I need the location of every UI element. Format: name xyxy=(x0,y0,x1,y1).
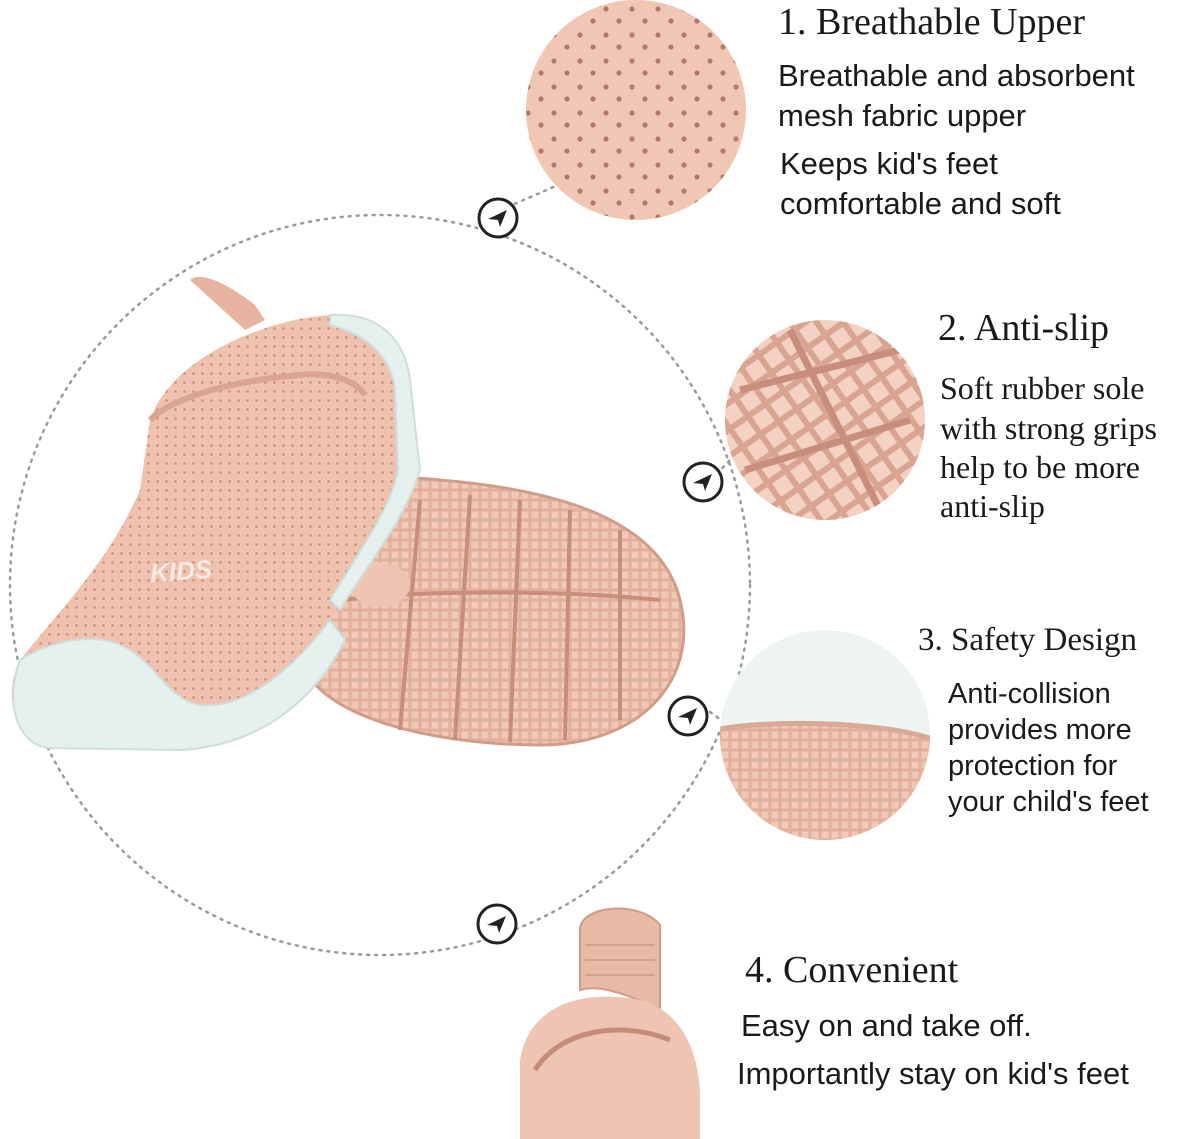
feature-description: provides more xyxy=(948,714,1132,746)
shoe-sole-view xyxy=(297,476,686,747)
svg-text:KIDS: KIDS xyxy=(149,554,214,588)
dotted-guide-circle xyxy=(8,213,752,957)
feature-description: your child's feet xyxy=(948,786,1149,818)
feature-title: 2. Anti-slip xyxy=(938,307,1110,349)
feature-description: help to be more xyxy=(940,449,1140,485)
feature-title: 1. Breathable Upper xyxy=(778,1,1086,43)
navigation-arrow-icon xyxy=(476,196,520,240)
heel-pull-tab-closeup xyxy=(520,907,700,1139)
toe-cap-closeup xyxy=(720,630,930,840)
feature-description: Keeps kid's feet xyxy=(780,146,998,181)
feature-description: Easy on and take off. xyxy=(741,1008,1032,1043)
feature-title: 4. Convenient xyxy=(745,949,959,991)
shoe-side-view: KIDS xyxy=(11,276,422,752)
navigation-arrow-icon xyxy=(681,460,725,504)
feature-description: Soft rubber sole xyxy=(940,370,1145,406)
navigation-arrow-icon xyxy=(475,902,519,946)
feature-description: mesh fabric upper xyxy=(778,98,1027,133)
feature-description: Importantly stay on kid's feet xyxy=(737,1056,1129,1091)
feature-description: anti-slip xyxy=(940,488,1045,524)
sole-grip-closeup xyxy=(725,320,925,520)
feature-description: with strong grips xyxy=(940,410,1157,446)
feature-description: Breathable and absorbent xyxy=(778,58,1135,93)
feature-description: protection for xyxy=(948,750,1118,782)
upper-mesh-closeup xyxy=(526,0,746,220)
feature-description: comfortable and soft xyxy=(780,186,1061,221)
feature-title: 3. Safety Design xyxy=(918,622,1138,658)
navigation-arrow-icon xyxy=(666,694,710,738)
feature-description: Anti-collision xyxy=(948,678,1111,710)
